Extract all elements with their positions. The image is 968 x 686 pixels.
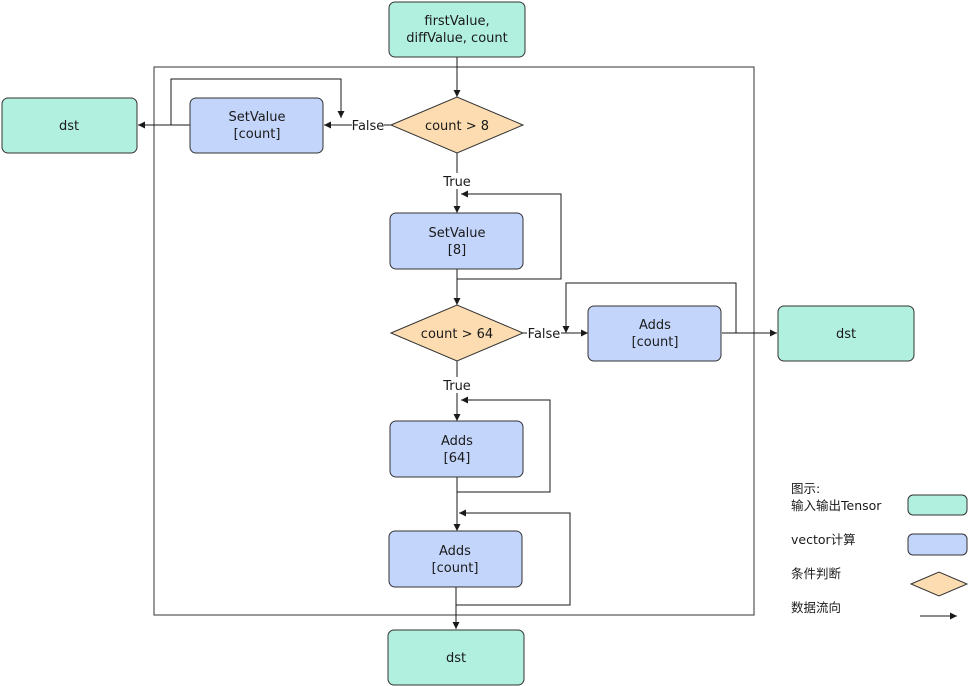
- condition-count-gt-64: count > 64: [389, 304, 525, 362]
- legend-io-label: 输入输出Tensor: [791, 498, 882, 513]
- loop-frame: [153, 66, 755, 616]
- adds-count-right-line2: [count]: [632, 335, 679, 350]
- legend-title: 图示:: [791, 481, 820, 496]
- adds-64-node: Adds [64]: [389, 420, 524, 478]
- setvalue-8-node: SetValue [8]: [389, 212, 524, 270]
- adds-count-bottom-line2: [count]: [432, 561, 479, 576]
- dst-bottom-label: dst: [446, 651, 466, 666]
- edge-label-false-2: False: [528, 327, 561, 342]
- edge-label-true-1: True: [442, 175, 471, 190]
- edge-loop-setvalue-count: [170, 78, 345, 125]
- legend-dataflow-label: 数据流向: [791, 600, 841, 615]
- adds-count-bottom-node: Adds [count]: [388, 530, 523, 588]
- dst-left-label: dst: [59, 119, 79, 134]
- dst-left-node: dst: [1, 97, 138, 154]
- setvalue-count-node: SetValue [count]: [189, 97, 324, 154]
- setvalue-count-line1: SetValue: [228, 110, 285, 125]
- adds-64-line2: [64]: [444, 451, 471, 466]
- dst-right-node: dst: [777, 305, 915, 362]
- legend-vector-swatch: [907, 533, 968, 556]
- adds-64-line1: Adds: [441, 434, 473, 449]
- legend-io-swatch: [907, 494, 968, 516]
- input-node-line2: diffValue, count: [406, 31, 507, 46]
- dst-bottom-node: dst: [387, 629, 525, 686]
- adds-count-bottom-line1: Adds: [439, 544, 471, 559]
- edge-label-false-1: False: [352, 119, 385, 134]
- setvalue-8-line2: [8]: [448, 243, 466, 258]
- legend-condition-label: 条件判断: [791, 566, 841, 581]
- dst-right-label: dst: [836, 327, 856, 342]
- adds-count-right-node: Adds [count]: [587, 305, 722, 362]
- edge-loop-adds-right: [562, 282, 737, 333]
- legend-condition-swatch: [909, 571, 968, 597]
- setvalue-8-line1: SetValue: [428, 226, 485, 241]
- edge-loop-setvalue-8: [457, 190, 562, 280]
- condition-count-gt-8: count > 8: [389, 96, 525, 154]
- legend: 图示: 输入输出Tensor vector计算 条件判断 数据流向: [791, 481, 968, 620]
- edge-loop-adds-64: [457, 396, 551, 493]
- legend-vector-label: vector计算: [791, 532, 856, 547]
- input-node-line1: firstValue,: [424, 14, 489, 29]
- adds-count-right-line1: Adds: [639, 318, 671, 333]
- condition-count-gt-8-label: count > 8: [425, 119, 489, 134]
- input-node: firstValue, diffValue, count: [388, 1, 526, 58]
- condition-count-gt-64-label: count > 64: [421, 327, 493, 342]
- edge-label-true-2: True: [442, 379, 471, 394]
- setvalue-count-line2: [count]: [234, 127, 281, 142]
- connectors: [138, 57, 777, 629]
- edge-loop-adds-bottom: [456, 509, 571, 606]
